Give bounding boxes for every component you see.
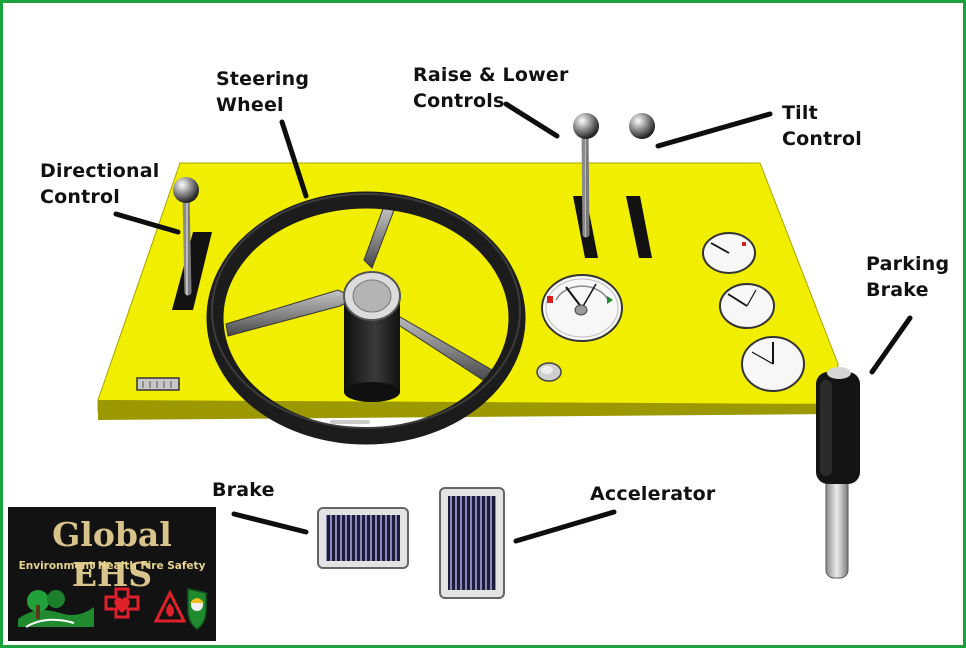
directional-control-lever (172, 177, 212, 310)
large-gauge (541, 274, 623, 342)
label-tilt-line2: Control (782, 128, 862, 150)
health-icon (104, 587, 140, 619)
environment-icon (18, 590, 94, 628)
raise-lower-lever (573, 113, 599, 258)
steering-wheel (206, 191, 526, 445)
label-raise-lower-line1: Raise & Lower (413, 64, 569, 86)
parking-brake-lever (816, 367, 860, 579)
label-accelerator: Accelerator (590, 483, 716, 505)
label-directional-control: Directional Control (40, 158, 160, 210)
leader-directional (113, 211, 181, 235)
logo-subtitle: Environment Health Fire Safety (18, 560, 206, 572)
leader-tilt (655, 111, 773, 149)
ignition-knob (536, 362, 562, 382)
dash-vent (136, 377, 180, 391)
logo-title: Global EHS (52, 515, 172, 594)
small-gauge-middle (719, 283, 775, 329)
logo-icons (18, 587, 207, 630)
small-gauge-bottom (741, 336, 805, 392)
label-brake: Brake (212, 479, 275, 501)
leader-brake (231, 511, 309, 535)
label-steering-wheel-line2: Wheel (216, 94, 284, 116)
label-parking-brake: Parking Brake (866, 251, 949, 303)
label-tilt-control: Tilt Control (782, 100, 862, 152)
label-parking-brake-line2: Brake (866, 279, 929, 301)
leader-lines (113, 101, 913, 544)
leader-parking-brake (869, 315, 913, 375)
label-raise-lower-line2: Controls (413, 90, 505, 112)
leader-raise-lower (503, 101, 560, 139)
accelerator-pedal (439, 487, 505, 599)
safety-icon (187, 588, 207, 630)
fire-icon (153, 589, 187, 623)
label-steering-wheel: Steering Wheel (216, 66, 309, 118)
label-tilt-line1: Tilt (782, 102, 818, 124)
leader-steering-wheel (279, 119, 309, 199)
small-gauge-top (702, 232, 756, 274)
label-raise-lower-controls: Raise & Lower Controls (413, 62, 569, 114)
global-ehs-logo: Global EHS Environment Health Fire Safet… (8, 507, 216, 641)
label-steering-wheel-line1: Steering (216, 68, 310, 90)
leader-accelerator (513, 509, 617, 544)
label-directional-line2: Control (40, 186, 120, 208)
brake-pedal (317, 507, 409, 569)
tilt-lever (626, 113, 655, 258)
label-directional-line1: Directional (40, 160, 160, 182)
label-parking-brake-line1: Parking (866, 253, 950, 275)
